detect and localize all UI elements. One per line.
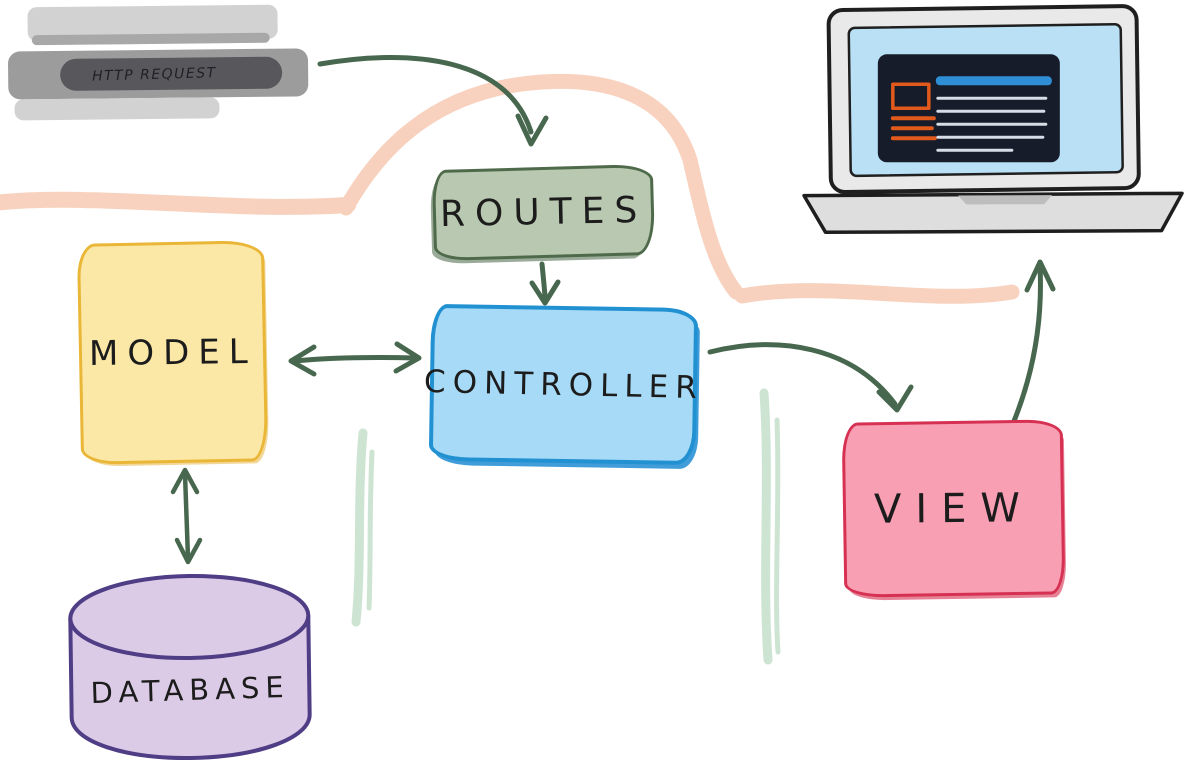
pink-band-left (0, 191, 356, 215)
server-pill (60, 56, 283, 91)
browser-title-bar (935, 76, 1052, 86)
arrow-routes-to-controller (529, 261, 561, 306)
pink-band-right (734, 283, 1020, 304)
database-label: DATABASE (90, 670, 290, 710)
server-bar-top (27, 4, 278, 42)
arrow-client-to-routes (317, 55, 549, 147)
model-label: MODEL (88, 331, 257, 374)
server-bar-shadow (31, 32, 270, 46)
view-node: VIEW (841, 419, 1066, 598)
model-node: MODEL (76, 240, 269, 465)
arrow-model-database-double (170, 467, 203, 565)
laptop-base (802, 191, 1184, 235)
controller-label: CONTROLLER (423, 363, 704, 406)
database-node: DATABASE (68, 573, 312, 760)
mint-streaks (351, 388, 781, 665)
browser-text-lines (936, 96, 1048, 152)
client-request-stack: HTTP REQUEST (8, 4, 309, 121)
arrow-controller-model-double (288, 341, 422, 377)
browser-image-placeholder (891, 82, 931, 111)
arrows (170, 55, 1056, 565)
laptop-icon (802, 4, 1184, 235)
laptop-base-notch (958, 195, 1053, 205)
routes-label: ROUTES (439, 189, 648, 236)
view-label: VIEW (873, 484, 1034, 533)
mint-streak-left-2 (366, 449, 375, 611)
arrow-view-to-laptop (1009, 259, 1056, 429)
routes-node: ROUTES (431, 163, 656, 262)
arrow-controller-to-view (707, 342, 914, 413)
mint-streak-right-2 (774, 417, 781, 655)
client-request-label: HTTP REQUEST (92, 65, 217, 84)
server-bar-bottom (14, 97, 220, 121)
browser-orange-lines (890, 116, 937, 141)
controller-node: CONTROLLER (423, 303, 704, 466)
pink-band-arc (338, 74, 744, 300)
request-flow-highlight (0, 74, 1020, 304)
mint-streak-left (351, 428, 368, 627)
database-top (68, 573, 311, 661)
mint-streak-right (759, 388, 773, 665)
